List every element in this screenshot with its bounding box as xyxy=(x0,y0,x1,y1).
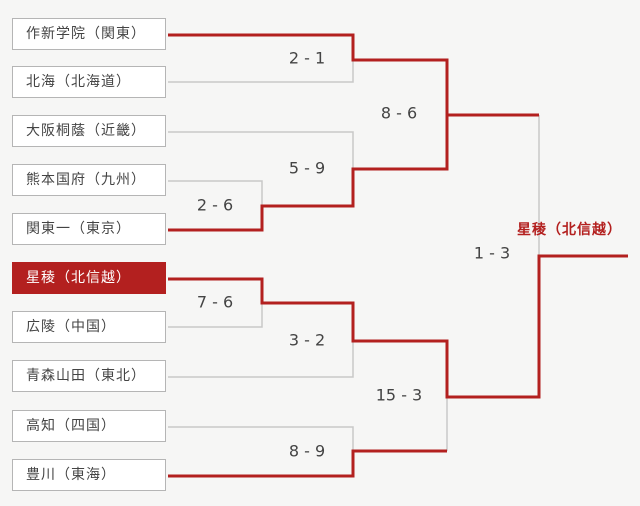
score-r1-c: 3 - 2 xyxy=(288,330,326,350)
score-r0-kanto: 2 - 6 xyxy=(196,195,234,215)
champion-label: 星稜（北信越） xyxy=(517,222,622,238)
line-seiryo xyxy=(168,254,628,399)
team-kochi: 高知（四国） xyxy=(12,410,166,442)
line-toyokawa xyxy=(168,449,447,478)
score-r1-d: 8 - 9 xyxy=(288,441,326,461)
team-seiryo: 星稜（北信越） xyxy=(12,262,166,294)
line-kumamoto xyxy=(168,180,263,206)
score-r0-seiryo: 7 - 6 xyxy=(196,292,234,312)
score-r1-top: 2 - 1 xyxy=(288,48,326,68)
line-osaka xyxy=(168,131,354,169)
line-kochi xyxy=(168,426,354,451)
score-semi-top: 8 - 6 xyxy=(380,103,418,123)
score-r1-b: 5 - 9 xyxy=(288,158,326,178)
team-osaka-toin: 大阪桐蔭（近畿） xyxy=(12,115,166,147)
line-aomori xyxy=(168,341,354,378)
line-hokkai xyxy=(168,60,354,83)
line-kanto xyxy=(168,115,449,232)
score-final: 1 - 3 xyxy=(473,243,511,263)
team-kanto-dai-ichi: 関東一（東京） xyxy=(12,213,166,245)
team-kumamoto-kokufu: 熊本国府（九州） xyxy=(12,164,166,196)
line-sakushin xyxy=(168,33,539,117)
team-koryo: 広陵（中国） xyxy=(12,311,166,343)
team-toyokawa: 豊川（東海） xyxy=(12,459,166,491)
score-semi-bottom: 15 - 3 xyxy=(375,385,423,405)
team-aomori-yamada: 青森山田（東北） xyxy=(12,360,166,392)
team-hokkai: 北海（北海道） xyxy=(12,66,166,98)
line-koryo xyxy=(168,303,263,328)
team-sakushin: 作新学院（関東） xyxy=(12,18,166,50)
